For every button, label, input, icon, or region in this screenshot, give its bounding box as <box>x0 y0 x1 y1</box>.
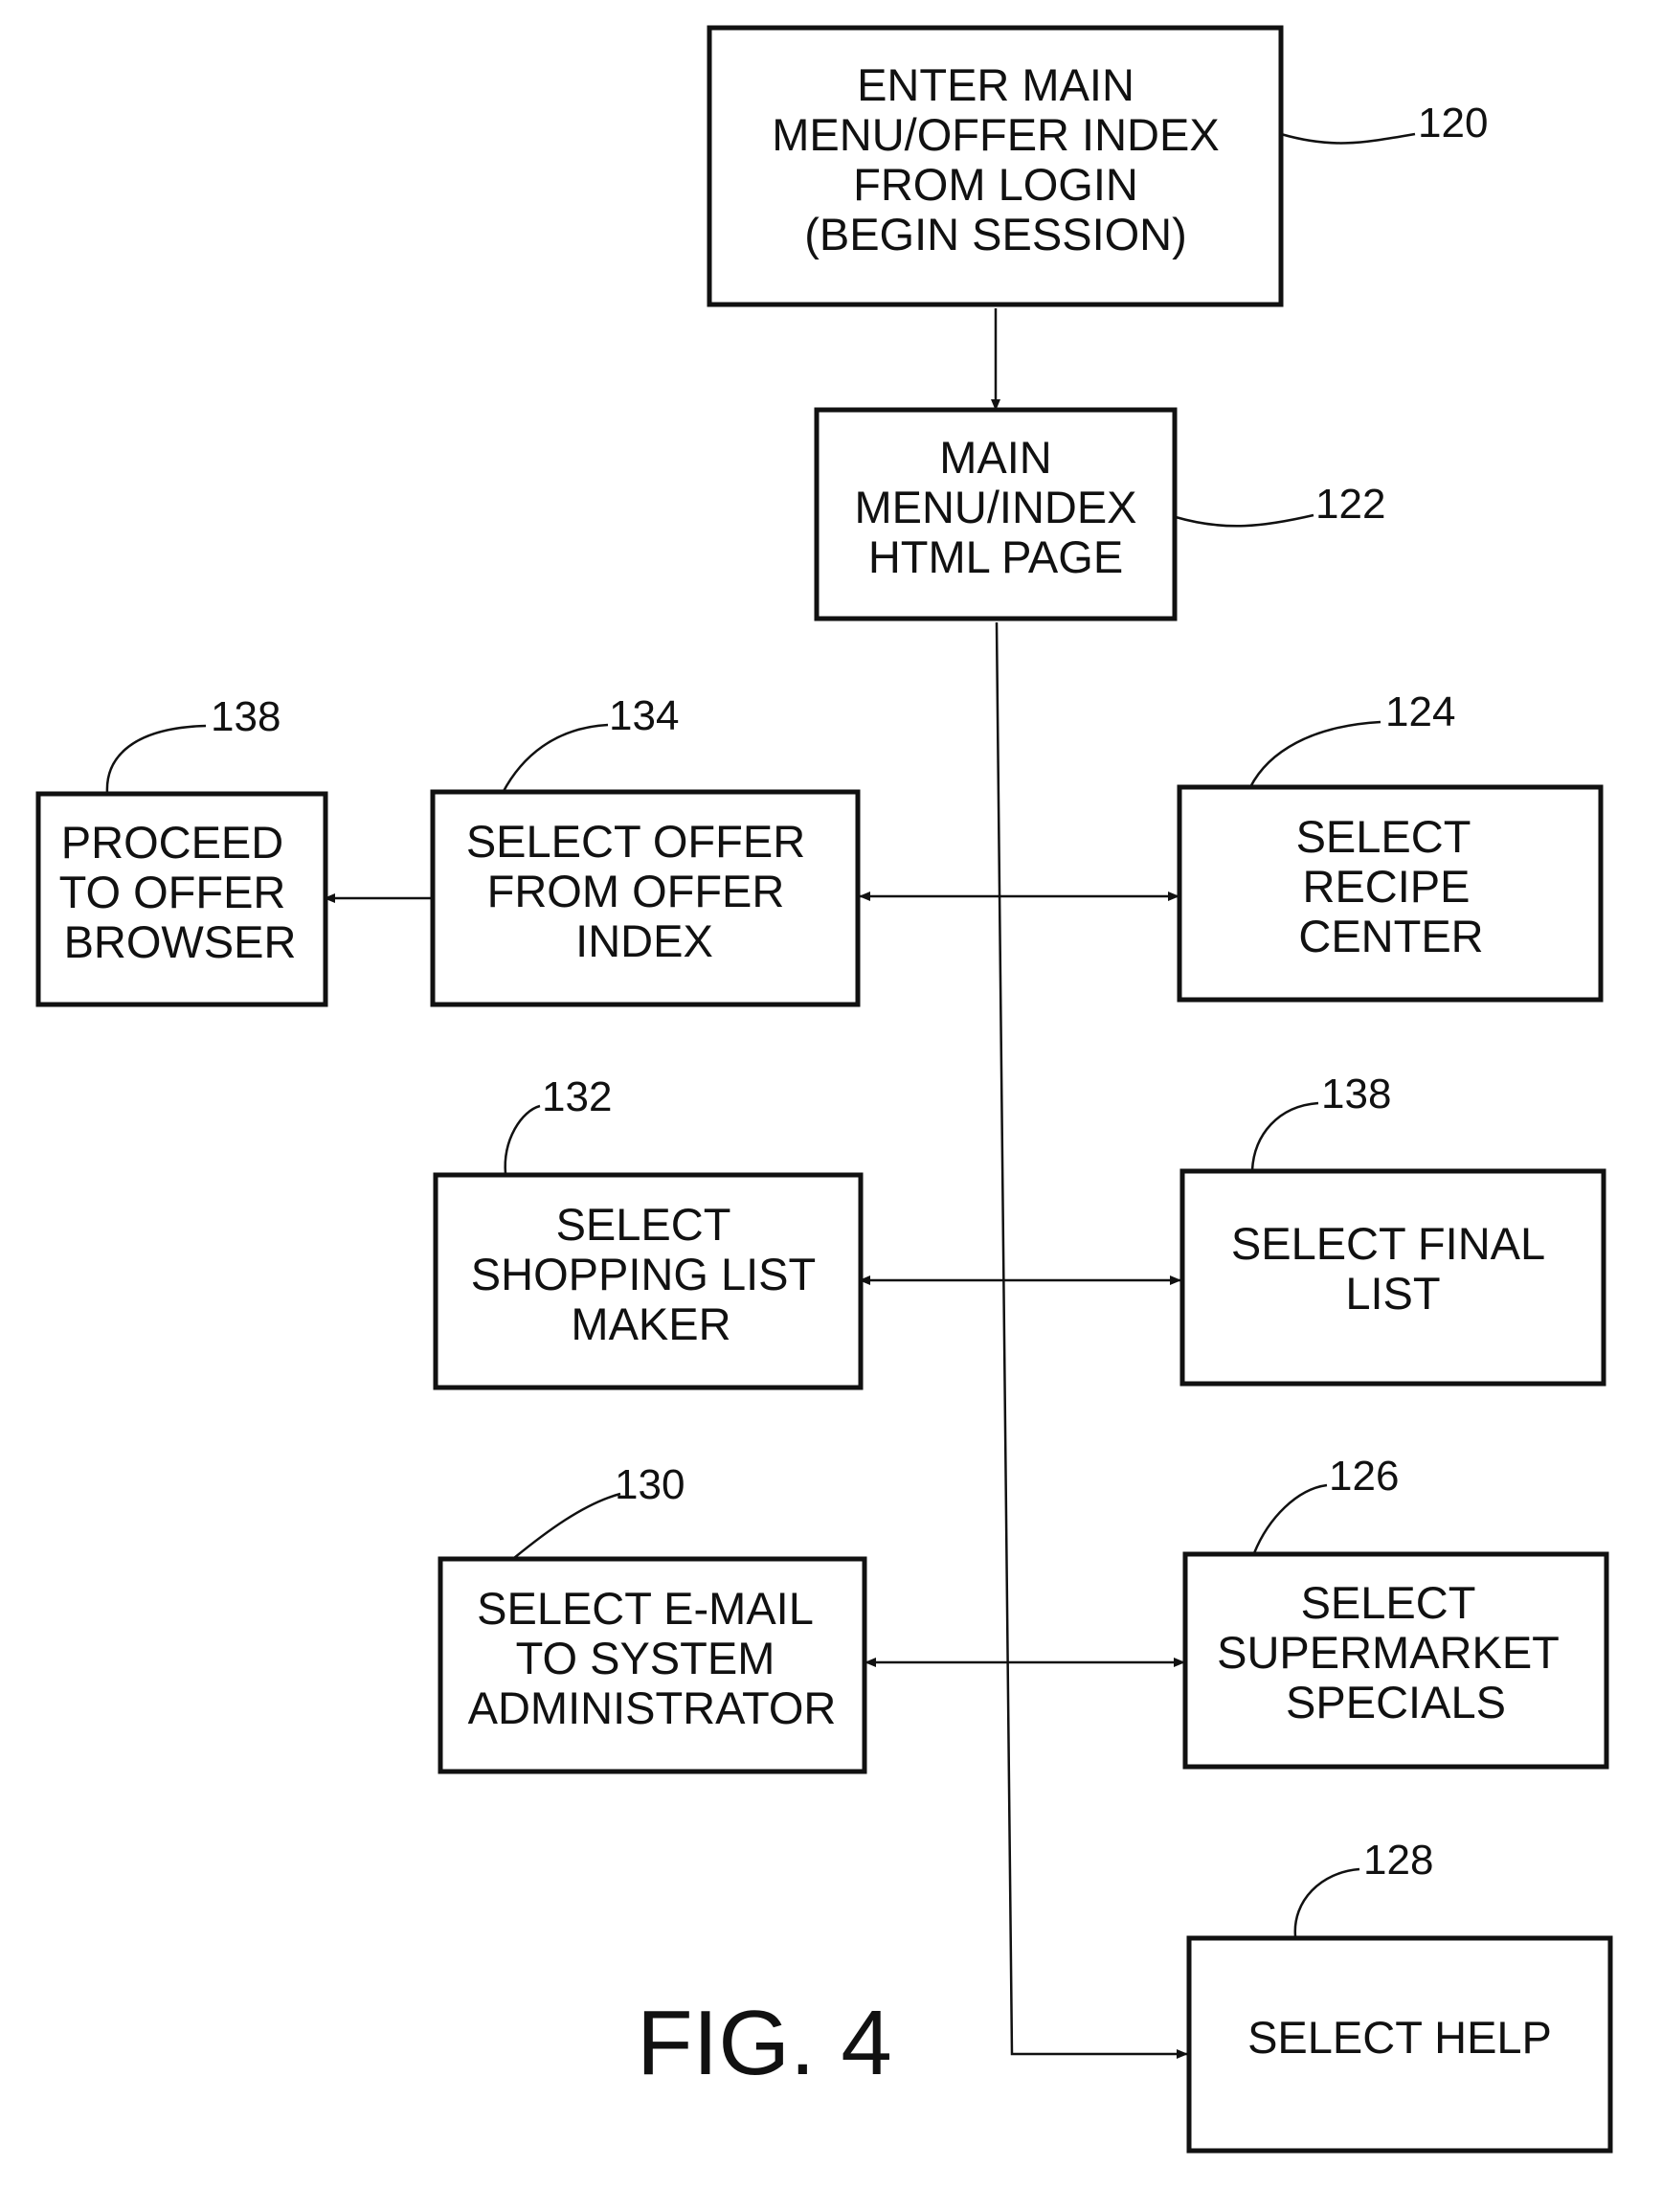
box-128: SELECT HELP 128 <box>1186 1837 1613 2154</box>
leader-134 <box>501 723 609 794</box>
box-126-line-2: SUPERMARKET <box>1217 1627 1560 1678</box>
box-138b-line-2: LIST <box>1345 1268 1440 1319</box>
connectors <box>324 308 1188 2059</box>
ref-134: 134 <box>609 692 679 739</box>
box-126-line-1: SELECT <box>1301 1577 1476 1628</box>
leader-132 <box>504 1104 541 1175</box>
ref-126: 126 <box>1329 1453 1399 1500</box>
box-132: SELECT SHOPPING LIST MAKER 132 <box>433 1073 864 1390</box>
ref-132: 132 <box>542 1073 612 1120</box>
box-130-line-1: SELECT E-MAIL <box>477 1583 814 1634</box>
box-132-line-1: SELECT <box>556 1199 731 1250</box>
box-124-line-3: CENTER <box>1298 911 1483 961</box>
box-130: SELECT E-MAIL TO SYSTEM ADMINISTRATOR 13… <box>438 1461 867 1774</box>
box-126: SELECT SUPERMARKET SPECIALS 126 <box>1182 1453 1609 1770</box>
reference-leaders <box>105 132 1416 1937</box>
ref-138b: 138 <box>1321 1071 1391 1117</box>
ref-138a: 138 <box>211 693 281 740</box>
box-138-final-list: SELECT FINAL LIST 138 <box>1179 1071 1606 1387</box>
box-138a-line-2: TO OFFER <box>59 867 286 917</box>
leader-120 <box>1280 132 1416 145</box>
ref-130: 130 <box>615 1461 685 1508</box>
box-122-line-1: MAIN <box>939 432 1052 483</box>
box-134-line-2: FROM OFFER <box>487 866 785 916</box>
leader-126 <box>1252 1483 1328 1554</box>
box-126-line-3: SPECIALS <box>1286 1677 1506 1727</box>
box-138b-line-1: SELECT FINAL <box>1231 1218 1545 1269</box>
ref-128: 128 <box>1363 1837 1433 1884</box>
box-124: SELECT RECIPE CENTER 124 <box>1177 688 1604 1003</box>
box-134-line-3: INDEX <box>575 915 713 966</box>
leader-124 <box>1248 720 1381 788</box>
box-122-line-3: HTML PAGE <box>868 531 1123 582</box>
box-120-line-2: MENU/OFFER INDEX <box>772 109 1219 160</box>
ref-120: 120 <box>1418 100 1488 147</box>
ref-124: 124 <box>1385 688 1455 735</box>
box-132-line-3: MAKER <box>571 1298 730 1349</box>
figure-label: FIG. 4 <box>637 1992 892 2094</box>
box-138-offer-browser: PROCEED TO OFFER BROWSER 138 <box>35 693 328 1007</box>
box-138a-line-3: BROWSER <box>64 916 297 967</box>
box-120: ENTER MAIN MENU/OFFER INDEX FROM LOGIN (… <box>707 25 1488 307</box>
leader-138a <box>105 724 207 794</box>
box-132-line-2: SHOPPING LIST <box>471 1249 816 1299</box>
trunk-line <box>995 621 1188 2059</box>
leader-130 <box>513 1492 621 1559</box>
box-130-line-2: TO SYSTEM <box>516 1633 775 1683</box>
leader-128 <box>1293 1867 1360 1937</box>
box-122: MAIN MENU/INDEX HTML PAGE 122 <box>814 407 1385 621</box>
leader-138b <box>1250 1101 1319 1171</box>
box-124-line-1: SELECT <box>1296 811 1471 862</box>
box-120-line-1: ENTER MAIN <box>857 59 1134 110</box>
leader-122 <box>1175 513 1314 528</box>
box-134-line-1: SELECT OFFER <box>466 816 805 867</box>
box-120-line-4: (BEGIN SESSION) <box>804 209 1187 260</box>
box-128-line-1: SELECT HELP <box>1247 2012 1552 2063</box>
box-122-line-2: MENU/INDEX <box>854 482 1136 532</box>
box-138a-line-1: PROCEED <box>61 817 283 868</box>
box-134: SELECT OFFER FROM OFFER INDEX 134 <box>430 692 861 1007</box>
ref-122: 122 <box>1315 481 1385 528</box>
box-124-line-2: RECIPE <box>1303 861 1471 912</box>
box-130-line-3: ADMINISTRATOR <box>468 1682 837 1733</box>
box-120-line-3: FROM LOGIN <box>853 159 1138 210</box>
